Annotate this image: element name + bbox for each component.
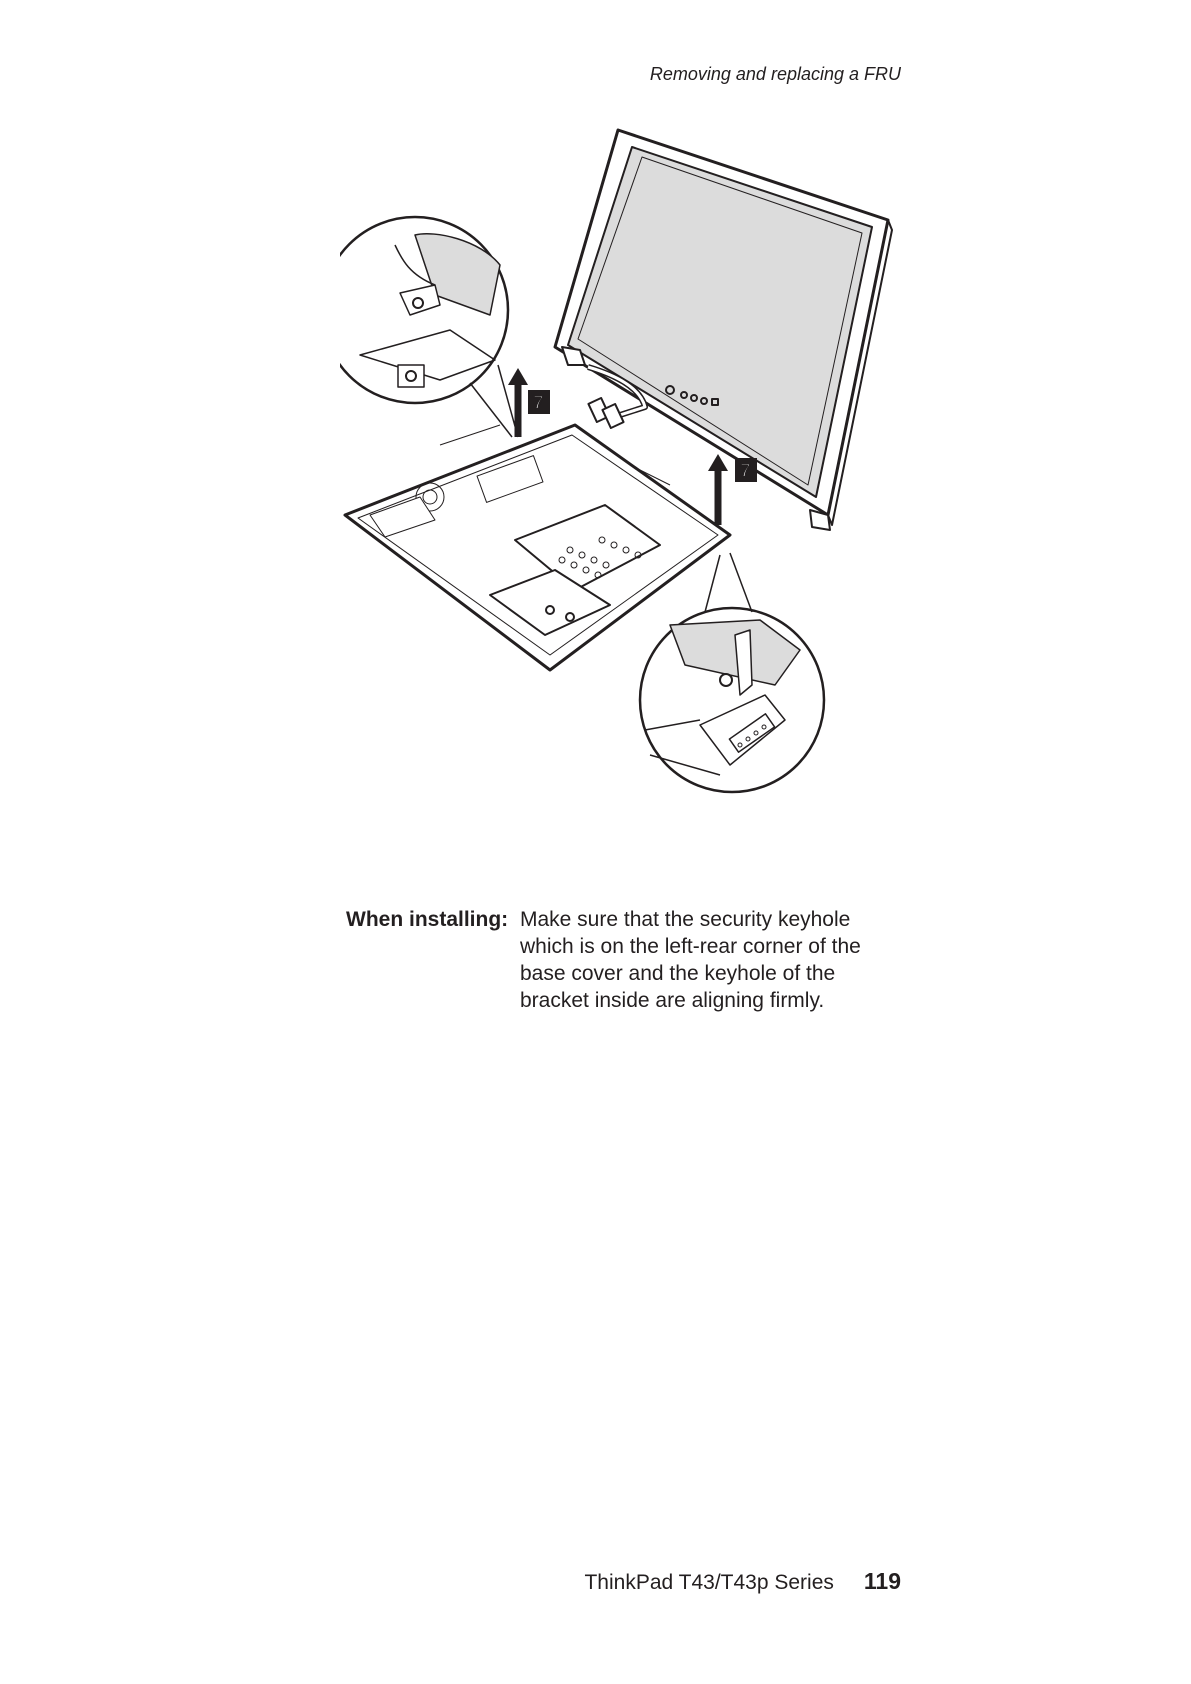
step-callout-right: 7	[735, 458, 757, 482]
step-callout-left: 7	[528, 390, 550, 414]
hinge-detail-inset-left	[340, 217, 518, 437]
svg-text:7: 7	[740, 461, 751, 482]
note-text: Make sure that the security keyhole whic…	[520, 906, 880, 1014]
right-lift-arrow	[708, 454, 728, 525]
page-number: 119	[864, 1568, 901, 1595]
note-label: When installing:	[346, 906, 508, 933]
left-lift-arrow	[508, 368, 528, 437]
svg-text:7: 7	[533, 393, 544, 414]
page-footer: ThinkPad T43/T43p Series 119	[584, 1568, 901, 1595]
book-title: ThinkPad T43/T43p Series	[584, 1571, 833, 1595]
lcd-removal-illustration: 7 7	[340, 125, 900, 865]
running-head-title: Removing and replacing a FRU	[650, 64, 901, 85]
hinge-detail-inset-right	[640, 553, 824, 792]
